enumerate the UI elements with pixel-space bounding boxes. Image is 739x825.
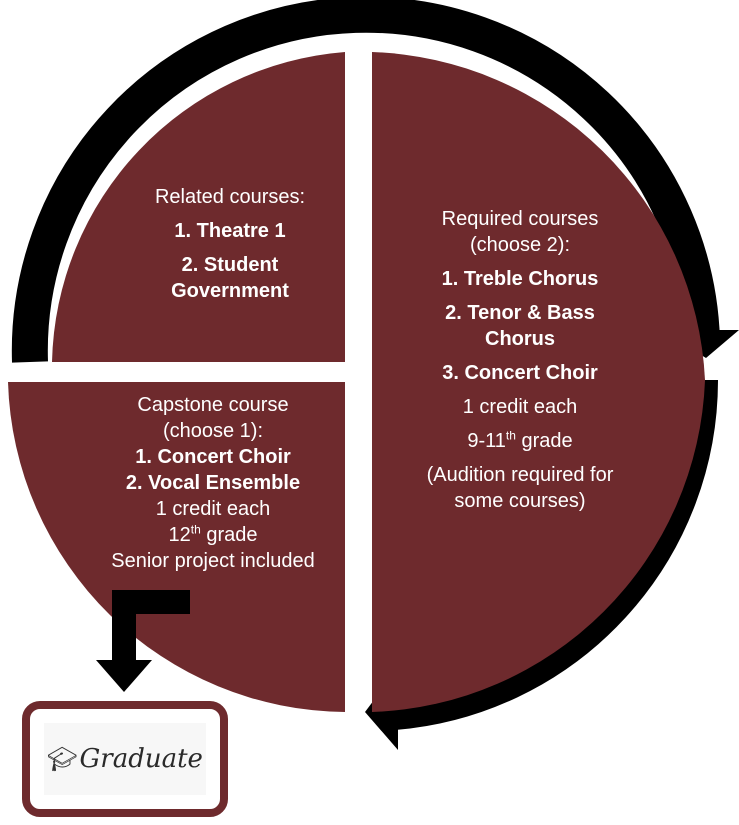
segment-capstone [8,382,345,712]
capstone-heading-line1: Capstone course [137,394,289,416]
required-grade: 9-11th grade [410,428,630,454]
capstone-courses: Capstone course (choose 1): 1. Concert C… [88,392,338,574]
capstone-credit: 1 credit each [155,498,271,520]
graduate-label: Graduate [79,744,203,774]
capstone-item-1: 1. Concert Choir [135,446,291,468]
capstone-grade-prefix: 12 [168,524,191,546]
required-credit: 1 credit each [462,396,578,418]
required-grade-sup: th [505,428,516,443]
graduation-cap-icon: 🎓︎ [47,745,78,773]
cycle-ring-top-arc [11,0,720,363]
arrow-to-graduate [112,590,190,668]
capstone-grade-suffix: grade [200,524,258,546]
required-courses: Required courses (choose 2): 1. Treble C… [410,206,630,514]
required-item-2: 2. Tenor & Bass Chorus [445,302,595,350]
graduate-logo: 🎓︎ Graduate [44,723,206,795]
arrowhead-down-icon [96,660,152,692]
related-item-1: 1. Theatre 1 [174,220,286,242]
required-item-1: 1. Treble Chorus [441,268,599,290]
capstone-item-2: 2. Vocal Ensemble [125,472,301,494]
capstone-heading-line2: (choose 1): [162,420,264,442]
required-grade-suffix: grade [515,430,573,452]
related-heading: Related courses: [154,186,306,208]
required-note: (Audition required for some courses) [426,464,614,512]
related-courses: Related courses: 1. Theatre 1 2. Student… [120,184,340,304]
capstone-project: Senior project included [111,550,315,572]
segment-related [52,52,345,362]
capstone-grade-sup: th [190,522,201,537]
segment-required [372,52,705,712]
graduate-box: 🎓︎ Graduate [22,701,228,817]
related-item-2: 2. Student Government [171,254,289,302]
required-heading-line1: Required courses [441,208,599,230]
required-grade-prefix: 9-11 [467,430,506,452]
capstone-grade: 12th grade [88,522,338,548]
required-heading-line2: (choose 2): [469,234,571,256]
required-item-3: 3. Concert Choir [442,362,598,384]
